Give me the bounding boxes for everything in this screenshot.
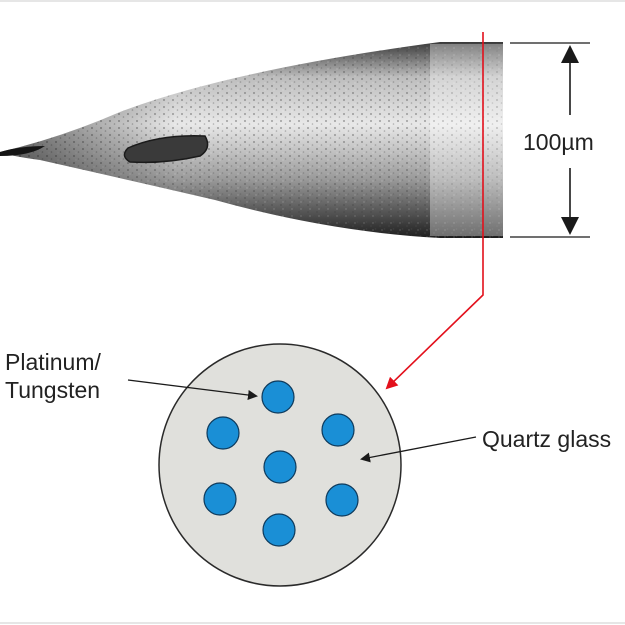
electrode-tip: [0, 42, 503, 238]
fiber-upper-left: [206, 416, 240, 450]
dimension-indicator: [510, 42, 590, 238]
dimension-label: 100µm: [523, 129, 594, 155]
fiber-lower-left: [203, 482, 237, 516]
glass-leader-arrow: [360, 436, 477, 463]
dimension-arrow-down-icon: [561, 217, 579, 235]
tip-dark-inclusion: [123, 135, 209, 164]
metal-label: Platinum/ Tungsten: [5, 348, 101, 404]
glass-label: Quartz glass: [482, 426, 612, 452]
metal-leader-arrow: [127, 379, 258, 400]
fiber-lower-right: [325, 483, 359, 517]
fiber-top: [261, 380, 295, 414]
metal-label-line1: Platinum/: [5, 349, 101, 375]
metal-label-line2: Tungsten: [5, 377, 101, 403]
fiber-center: [263, 450, 297, 484]
dimension-arrow-up-icon: [561, 45, 579, 63]
fiber-bottom: [262, 513, 296, 547]
cross-section: [158, 343, 402, 587]
section-indicator-line: [385, 32, 484, 390]
fiber-upper-right: [321, 413, 355, 447]
